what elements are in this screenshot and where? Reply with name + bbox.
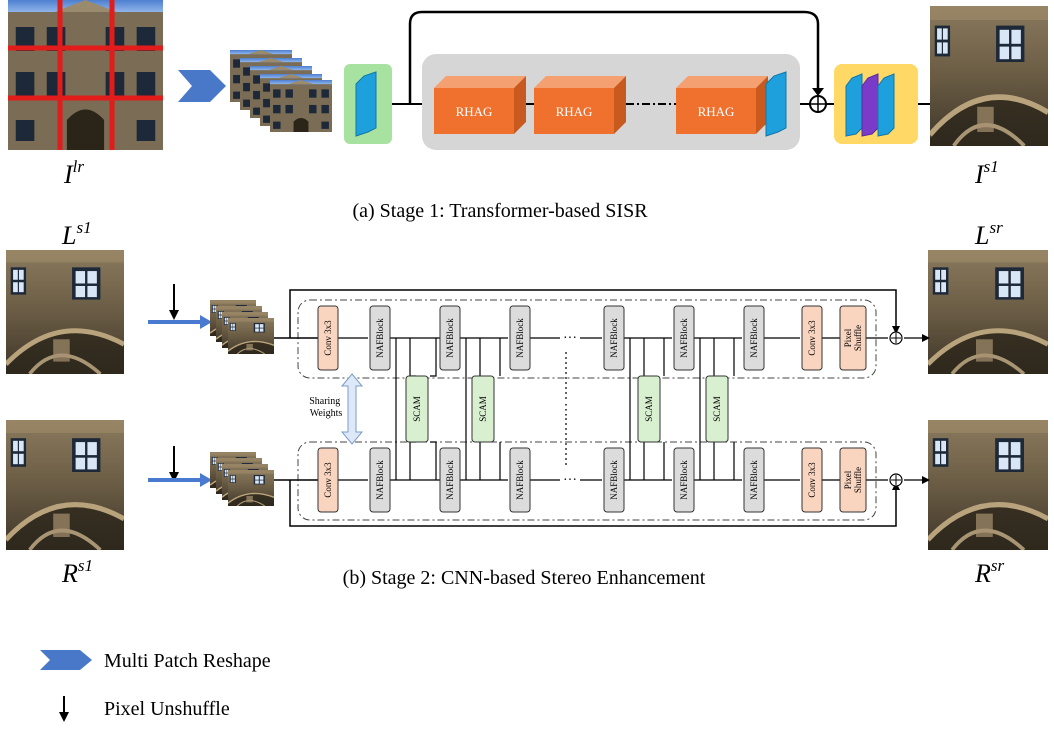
sharing-weights-arrow bbox=[340, 373, 364, 445]
svg-text:RHAG: RHAG bbox=[456, 104, 493, 119]
stage1-input-label: Ilr bbox=[63, 157, 84, 189]
left-output-image bbox=[922, 250, 1054, 374]
rhag-block-2: RHAG bbox=[534, 76, 626, 134]
add-node-icon bbox=[889, 473, 903, 487]
down-arrow-icon bbox=[169, 446, 179, 482]
left-nafblock-6: NAFBlock bbox=[743, 305, 765, 371]
svg-text:NAFBlock: NAFBlock bbox=[749, 460, 759, 500]
patch-stack bbox=[230, 50, 332, 132]
right-nafblock-4: NAFBlock bbox=[603, 447, 625, 513]
svg-text:SCAM: SCAM bbox=[412, 396, 422, 422]
right-nafblock-1: NAFBlock bbox=[369, 447, 391, 513]
scam-connections bbox=[395, 338, 735, 480]
stage1-output-image bbox=[924, 6, 1054, 146]
add-node-icon bbox=[809, 95, 827, 113]
svg-text:NAFBlock: NAFBlock bbox=[375, 318, 385, 358]
svg-text:NAFBlock: NAFBlock bbox=[609, 318, 619, 358]
scam-block-4: SCAM bbox=[705, 375, 729, 443]
svg-text:SCAM: SCAM bbox=[478, 396, 488, 422]
svg-text:NAFBlock: NAFBlock bbox=[375, 460, 385, 500]
sharing-weights-label: Sharing Weights bbox=[309, 396, 343, 419]
down-arrow-icon bbox=[169, 284, 179, 320]
top-skip-path bbox=[289, 289, 897, 338]
left-nafblock-2: NAFBlock bbox=[439, 305, 461, 371]
right-patch-stack bbox=[210, 452, 274, 506]
svg-text:Conv 3x3: Conv 3x3 bbox=[807, 462, 817, 498]
flow-lines bbox=[338, 337, 924, 481]
blue-conv-layer bbox=[355, 71, 377, 137]
stage2: Ls1 Lsr bbox=[0, 218, 1054, 589]
legend-label-pixel-unshuffle: Pixel Unshuffle bbox=[104, 698, 230, 720]
left-nafblock-1: NAFBlock bbox=[369, 305, 391, 371]
svg-text:SCAM: SCAM bbox=[712, 396, 722, 422]
stage2-caption: (b) Stage 2: CNN-based Stereo Enhancemen… bbox=[343, 567, 706, 589]
left-nafblock-5: NAFBlock bbox=[673, 305, 695, 371]
svg-text:NAFBlock: NAFBlock bbox=[679, 318, 689, 358]
svg-text:Conv 3x3: Conv 3x3 bbox=[323, 462, 333, 498]
svg-text:NAFBlock: NAFBlock bbox=[445, 318, 455, 358]
left-conv-out-block: Conv 3x3 bbox=[801, 305, 823, 371]
scam-block-1: SCAM bbox=[405, 375, 429, 443]
down-arrow-icon bbox=[59, 696, 69, 722]
add-node-icon bbox=[889, 331, 903, 345]
left-nafblock-3: NAFBlock bbox=[509, 305, 531, 371]
rhag-block-1: RHAG bbox=[434, 76, 526, 134]
svg-text:RHAG: RHAG bbox=[698, 104, 735, 119]
chevron-icon bbox=[178, 70, 226, 102]
svg-text:Shuffle: Shuffle bbox=[853, 325, 863, 351]
left-patch-stack bbox=[210, 300, 274, 354]
scam-block-2: SCAM bbox=[471, 375, 495, 443]
right-branch-box bbox=[297, 441, 877, 521]
svg-text:Conv 3x3: Conv 3x3 bbox=[323, 320, 333, 356]
left-input-image bbox=[0, 250, 130, 374]
right-output-image bbox=[922, 420, 1054, 550]
right-output-label: Rsr bbox=[974, 556, 1005, 588]
bottom-skip-path bbox=[289, 480, 897, 527]
right-input-image bbox=[0, 420, 130, 550]
right-conv-out-block: Conv 3x3 bbox=[801, 447, 823, 513]
right-nafblock-6: NAFBlock bbox=[743, 447, 765, 513]
top-ellipsis: ··· bbox=[563, 331, 577, 346]
left-nafblock-4: NAFBlock bbox=[603, 305, 625, 371]
svg-text:Pixel: Pixel bbox=[843, 328, 853, 347]
scam-block-3: SCAM bbox=[637, 375, 661, 443]
svg-text:NAFBlock: NAFBlock bbox=[679, 460, 689, 500]
rhag-block-3: RHAG bbox=[676, 76, 768, 134]
bottom-ellipsis: ··· bbox=[563, 473, 577, 488]
svg-text:Shuffle: Shuffle bbox=[853, 467, 863, 493]
right-nafblock-5: NAFBlock bbox=[673, 447, 695, 513]
stage1-caption: (a) Stage 1: Transformer-based SISR bbox=[352, 200, 648, 222]
legend: Multi Patch Reshape Pixel Unshuffle bbox=[40, 650, 271, 722]
stage1-output-label: Is1 bbox=[974, 157, 999, 189]
skip-connection bbox=[408, 10, 820, 104]
stage1: Ilr RHAG R bbox=[8, 0, 1054, 222]
svg-text:RHAG: RHAG bbox=[556, 104, 593, 119]
right-nafblock-3: NAFBlock bbox=[509, 447, 531, 513]
middle-ellipsis: ⋮ bbox=[559, 403, 573, 418]
right-conv-block: Conv 3x3 bbox=[317, 447, 339, 513]
svg-text:NAFBlock: NAFBlock bbox=[515, 460, 525, 500]
left-input-label: Ls1 bbox=[61, 218, 92, 250]
svg-text:NAFBlock: NAFBlock bbox=[609, 460, 619, 500]
svg-text:SCAM: SCAM bbox=[644, 396, 654, 422]
blue-conv-layer-2 bbox=[765, 71, 787, 137]
chevron-icon bbox=[40, 650, 92, 670]
svg-text:NAFBlock: NAFBlock bbox=[515, 318, 525, 358]
right-nafblock-2: NAFBlock bbox=[439, 447, 461, 513]
legend-label-multi-patch: Multi Patch Reshape bbox=[104, 650, 271, 672]
left-conv-block: Conv 3x3 bbox=[317, 305, 339, 371]
svg-text:Conv 3x3: Conv 3x3 bbox=[807, 320, 817, 356]
svg-text:NAFBlock: NAFBlock bbox=[445, 460, 455, 500]
left-output-label: Lsr bbox=[974, 218, 1003, 250]
right-input-label: Rs1 bbox=[61, 556, 93, 588]
left-branch-box bbox=[297, 299, 877, 379]
stage1-input-image bbox=[8, 0, 163, 150]
svg-text:Pixel: Pixel bbox=[843, 470, 853, 489]
svg-text:NAFBlock: NAFBlock bbox=[749, 318, 759, 358]
